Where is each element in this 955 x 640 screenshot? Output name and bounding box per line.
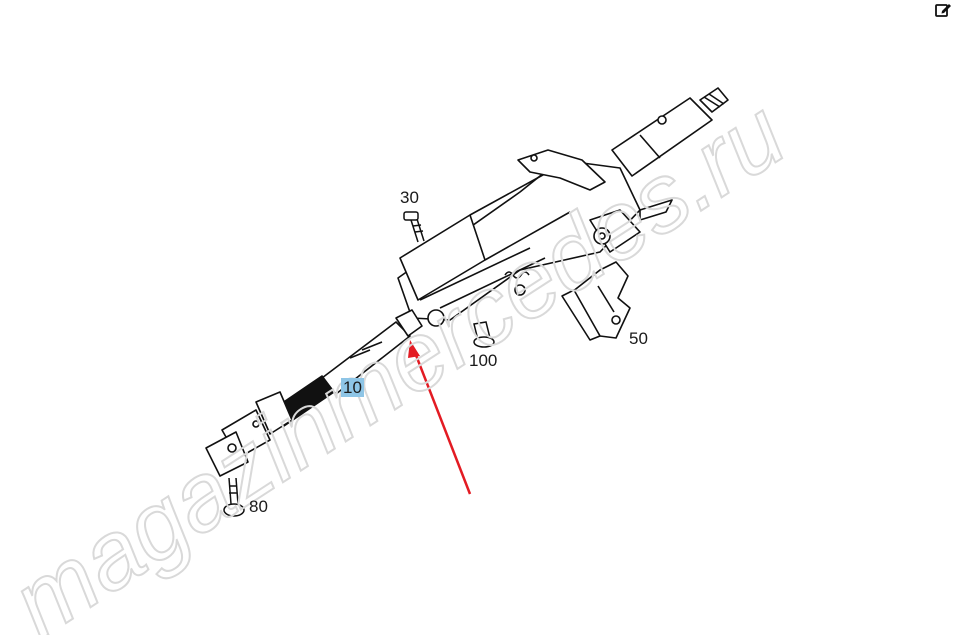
callout-30[interactable]: 30	[400, 188, 419, 207]
callout-50[interactable]: 50	[629, 329, 648, 348]
callout-10[interactable]: 10	[341, 378, 364, 397]
edit-button[interactable]	[934, 1, 952, 19]
callout-100[interactable]: 100	[469, 351, 498, 370]
part-50-bracket	[561, 261, 631, 341]
pointer-arrow	[408, 340, 472, 495]
bolt-100	[473, 321, 495, 348]
bolt-80	[223, 477, 245, 517]
steering-column	[205, 87, 729, 477]
callout-80[interactable]: 80	[249, 497, 268, 516]
edit-icon	[935, 4, 951, 17]
bolt-30	[403, 211, 425, 243]
